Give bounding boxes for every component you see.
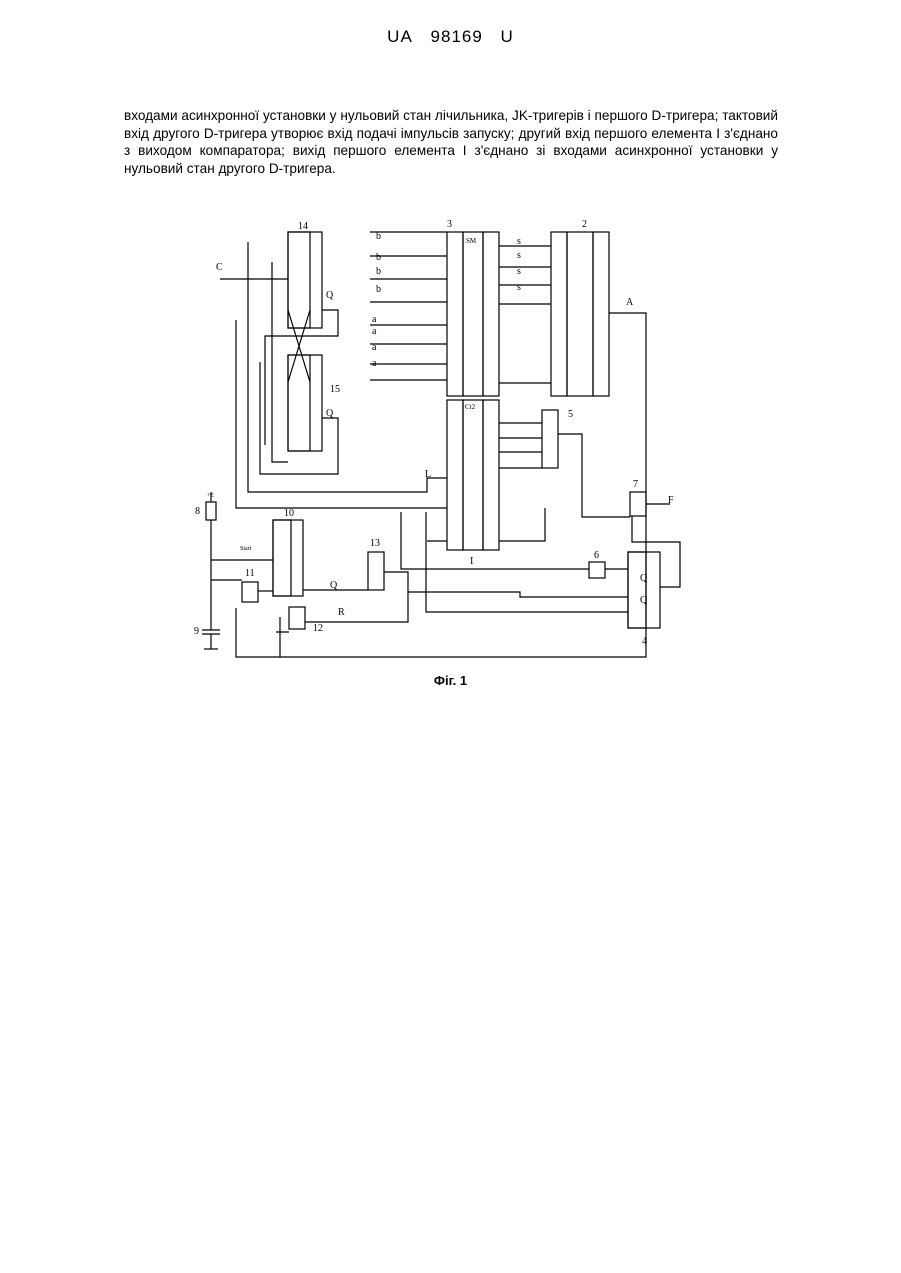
header-kind: U bbox=[501, 27, 514, 46]
label-plus-e: +E bbox=[207, 493, 214, 499]
label-sm: SM bbox=[466, 237, 477, 245]
label-9: 9 bbox=[194, 626, 199, 637]
label-s3: s bbox=[517, 282, 521, 293]
label-l: L bbox=[425, 469, 431, 480]
label-a2: a bbox=[372, 342, 377, 353]
label-q: Q bbox=[330, 580, 338, 591]
label-s2: s bbox=[517, 266, 521, 277]
label-4: 4 bbox=[642, 636, 647, 647]
header-country: UA bbox=[387, 27, 413, 46]
label-8: 8 bbox=[195, 506, 200, 517]
jk-trigger-15-outer bbox=[288, 355, 322, 451]
label-qbar-out: Q bbox=[640, 595, 648, 606]
label-11: 11 bbox=[245, 568, 255, 579]
label-b1: b bbox=[376, 252, 381, 263]
label-b3: b bbox=[376, 284, 381, 295]
jk-trigger-14-box bbox=[288, 232, 310, 328]
label-13: 13 bbox=[370, 538, 380, 549]
label-a0: a bbox=[372, 314, 377, 325]
label-q2: Q bbox=[326, 408, 334, 419]
label-5: 5 bbox=[568, 409, 573, 420]
label-rbar: R bbox=[338, 607, 345, 618]
label-a1: a bbox=[372, 326, 377, 337]
label-q1: Q bbox=[326, 290, 334, 301]
label-b2: b bbox=[376, 266, 381, 277]
label-q-out: Q bbox=[640, 573, 648, 584]
label-c: C bbox=[216, 262, 223, 273]
label-6: 6 bbox=[594, 550, 599, 561]
body-paragraph: входами асинхронної установки у нульовий… bbox=[124, 107, 778, 177]
label-i: I bbox=[470, 556, 473, 567]
label-s1: s bbox=[517, 250, 521, 261]
label-12: 12 bbox=[313, 623, 323, 634]
circuit-diagram: 14 3 2 15 5 7 8 10 11 13 6 12 4 9 b b b … bbox=[190, 212, 690, 662]
label-f: F bbox=[668, 495, 674, 506]
label-s0: s bbox=[517, 236, 521, 247]
header-number: 98169 bbox=[431, 27, 483, 46]
label-10: 10 bbox=[284, 508, 294, 519]
document-header: UA 98169 U bbox=[0, 27, 901, 47]
jk-trigger-14-outer bbox=[288, 232, 322, 328]
label-start: Start bbox=[240, 546, 252, 552]
label-7: 7 bbox=[633, 479, 638, 490]
label-14: 14 bbox=[298, 221, 308, 232]
label-b0: b bbox=[376, 231, 381, 242]
label-a3: a bbox=[372, 358, 377, 369]
label-abar: A bbox=[626, 297, 634, 308]
figure-caption: Фіг. 1 bbox=[0, 673, 901, 688]
label-15: 15 bbox=[330, 384, 340, 395]
label-ct2: Ct2 bbox=[465, 403, 476, 411]
label-3: 3 bbox=[447, 219, 452, 230]
label-2: 2 bbox=[582, 219, 587, 230]
